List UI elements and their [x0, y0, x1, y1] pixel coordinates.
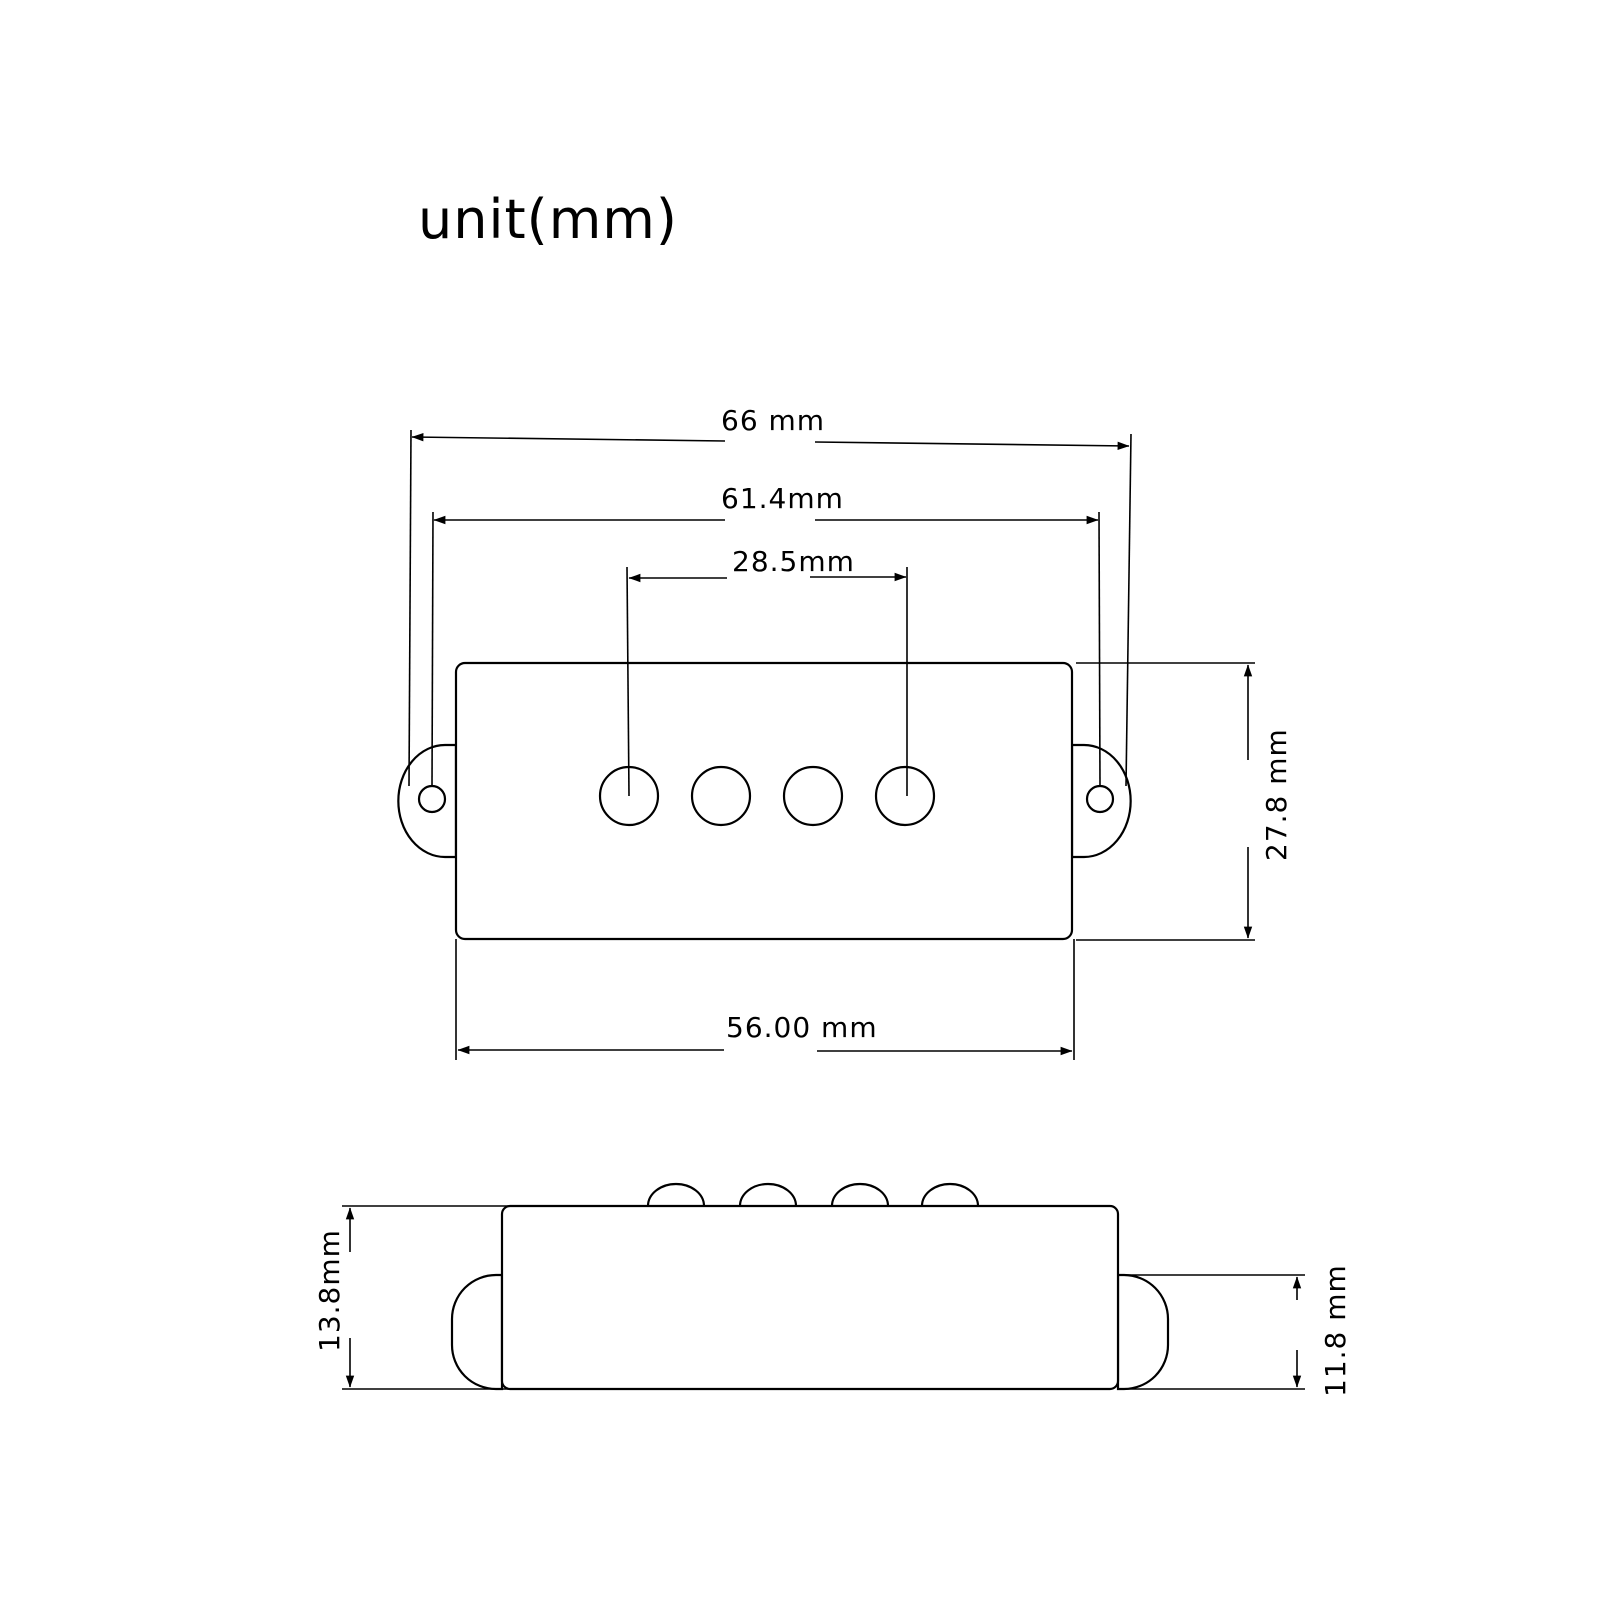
pole-dome-1 — [646, 1182, 706, 1207]
overall-width-label: 66 mm — [721, 404, 825, 437]
extension-line — [1125, 433, 1132, 787]
extension-line — [408, 429, 412, 787]
pole-dome-2 — [738, 1182, 798, 1207]
dimension-line — [814, 441, 1130, 451]
extension-line — [1098, 511, 1101, 787]
right-side-ear — [1116, 1273, 1170, 1391]
pole-dome-4 — [920, 1182, 980, 1207]
unit-title: unit(mm) — [418, 188, 678, 251]
pole-piece-3 — [782, 765, 844, 827]
extension-line — [431, 511, 434, 787]
right-mounting-ear — [1070, 743, 1132, 859]
overall-height-label: 13.8mm — [313, 1229, 346, 1352]
dimension-line — [411, 432, 726, 442]
left-mounting-ear — [397, 743, 458, 859]
pole-piece-2 — [690, 765, 752, 827]
top-view: 66 mm 61.4mm 28.5mm 27.8 mm 56.00 mm — [397, 404, 1293, 1060]
pole-piece-4 — [874, 765, 936, 827]
pole-span-label: 28.5mm — [732, 545, 855, 578]
pole-dome-3 — [830, 1182, 890, 1207]
pickup-body-top — [454, 661, 1074, 941]
pickup-body-side — [500, 1204, 1120, 1391]
body-width-label: 56.00 mm — [726, 1011, 878, 1044]
left-side-ear — [450, 1273, 504, 1391]
side-body-height-label: 11.8 mm — [1319, 1264, 1352, 1397]
extension-line — [626, 566, 630, 797]
side-view: 13.8mm 11.8 mm — [313, 1182, 1352, 1397]
body-height-label: 27.8 mm — [1260, 728, 1293, 861]
mount-hole-spacing-label: 61.4mm — [721, 482, 844, 515]
